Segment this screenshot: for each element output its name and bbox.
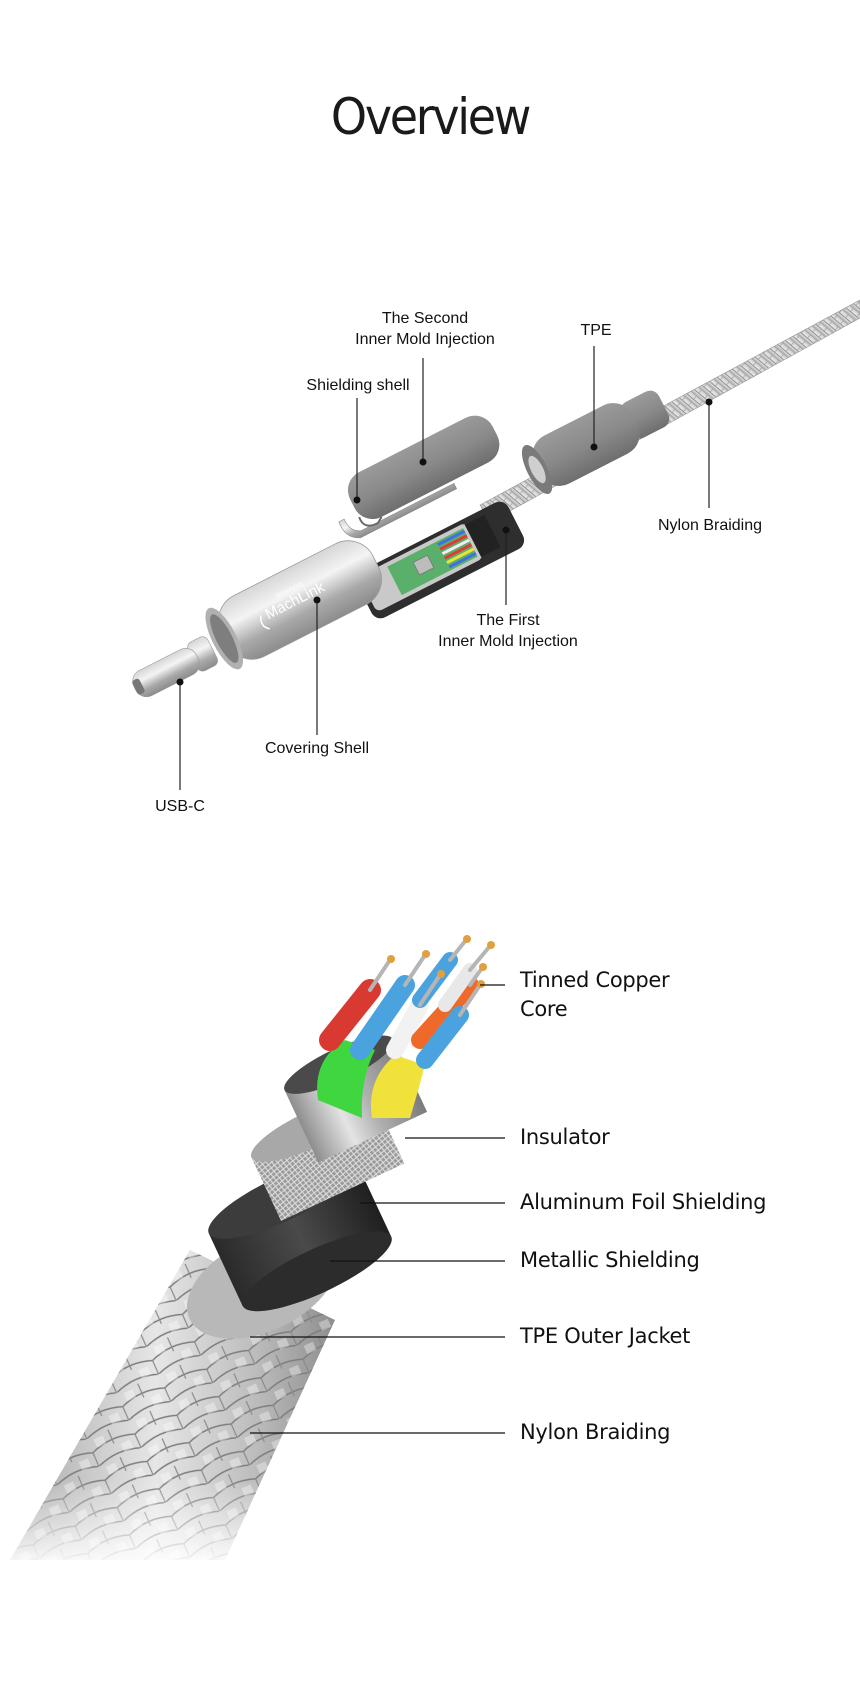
label-first-mold-line2: Inner Mold Injection <box>438 633 578 650</box>
label-tinned-copper-core: Tinned Copper Core <box>520 966 670 1024</box>
label-tpe: TPE <box>580 322 612 339</box>
label-second-mold-line2: Inner Mold Injection <box>355 331 495 348</box>
shielding-shell <box>338 483 458 539</box>
label-nylon-braiding-bottom: Nylon Braiding <box>520 1420 671 1444</box>
label-first-mold: The First Inner Mold Injection <box>418 610 598 652</box>
cross-section <box>0 935 505 1570</box>
second-inner-mold <box>347 415 500 527</box>
label-covering-shell: Covering Shell <box>264 740 370 757</box>
usb-c-plug <box>132 636 218 698</box>
callouts-bottom <box>250 984 505 1434</box>
label-second-mold-line1: The Second <box>381 310 469 327</box>
first-inner-mold <box>355 501 525 619</box>
label-shielding-shell: Shielding shell <box>306 377 410 394</box>
label-tpe-outer-jacket: TPE Outer Jacket <box>520 1324 691 1348</box>
nylon-braid-jacket <box>0 1231 400 1570</box>
callouts-top <box>176 346 713 790</box>
page-title: Overview <box>330 88 531 146</box>
tpe-boot <box>521 390 670 494</box>
pcb-wires <box>437 529 477 569</box>
covering-shell: Networks MachLink <box>205 540 382 670</box>
label-aluminum-foil: Aluminum Foil Shielding <box>520 1190 767 1214</box>
label-first-mold-line1: The First <box>476 612 540 629</box>
braided-cable-top <box>479 299 860 523</box>
label-core-line1: Tinned Copper <box>520 968 670 992</box>
label-insulator: Insulator <box>520 1125 610 1149</box>
wires <box>319 935 495 1069</box>
label-usb-c: USB-C <box>155 798 205 815</box>
label-metallic-shielding: Metallic Shielding <box>520 1248 700 1272</box>
label-nylon-braiding-top: Nylon Braiding <box>657 517 763 534</box>
exploded-view: Networks MachLink <box>132 299 860 790</box>
label-core-line2: Core <box>520 997 568 1021</box>
label-second-mold: The Second Inner Mold Injection <box>335 308 515 350</box>
